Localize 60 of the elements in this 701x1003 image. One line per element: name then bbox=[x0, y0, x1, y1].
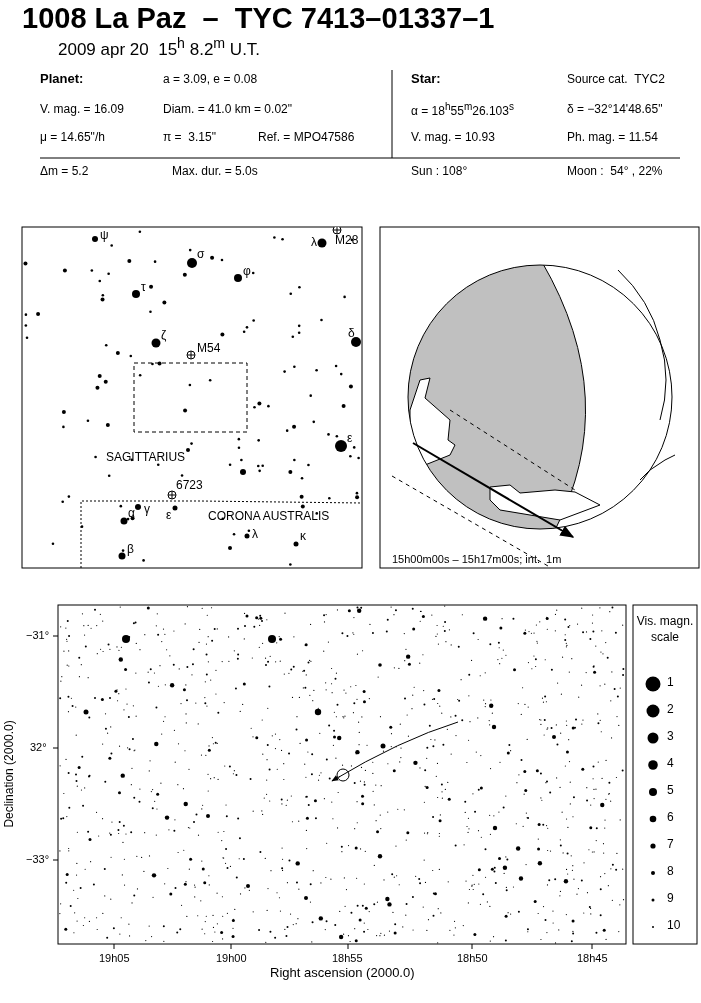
legend-label: 2 bbox=[667, 703, 674, 717]
legend-label: 8 bbox=[667, 865, 674, 879]
legend-title: Vis. magn. scale bbox=[636, 613, 694, 646]
legend-label: 9 bbox=[667, 892, 674, 906]
field-value: V. mag. = 10.93 bbox=[411, 131, 495, 145]
star-label: β bbox=[127, 543, 134, 557]
star-label: γ bbox=[144, 503, 150, 517]
axis-tick-label: −33° bbox=[26, 853, 50, 866]
star-label: λ bbox=[311, 236, 317, 250]
star-label: ε bbox=[347, 432, 353, 446]
cluster-label: M28 bbox=[335, 234, 359, 248]
star-label: ψ bbox=[100, 229, 109, 243]
field-value: μ = 14.65"/h bbox=[40, 131, 105, 145]
star-label: τ bbox=[141, 281, 146, 295]
field-value: Moon : 54° , 22% bbox=[567, 165, 663, 179]
constellation-label: CORONA AUSTRALIS bbox=[208, 510, 330, 524]
field-label: Star: bbox=[411, 72, 441, 87]
axis-tick-label: 18h45 bbox=[577, 952, 608, 965]
legend-label: 7 bbox=[667, 838, 674, 852]
field-label: Planet: bbox=[40, 72, 84, 87]
star-label: ζ bbox=[161, 329, 167, 343]
field-value: Ph. mag. = 11.54 bbox=[567, 131, 658, 145]
star-label: κ bbox=[300, 530, 306, 544]
star-label: α bbox=[128, 507, 135, 521]
field-value: Diam. = 41.0 km = 0.02" bbox=[163, 103, 292, 117]
constellation-label: SAGITTARIUS bbox=[106, 451, 186, 465]
star-label: ε bbox=[166, 509, 172, 523]
field-value: Sun : 108° bbox=[411, 165, 468, 179]
field-value: Ref. = MPO47586 bbox=[258, 131, 355, 145]
axis-title: Declination (2000.0) bbox=[2, 720, 17, 828]
field-value: V. mag. = 16.09 bbox=[40, 103, 124, 117]
axis-tick-label: 32° bbox=[30, 741, 47, 754]
cluster-label: M54 bbox=[197, 342, 221, 356]
field-value: π = 3.15" bbox=[163, 131, 216, 145]
field-value: α = 18$^{h}$55$^{m}$26.103$^{s}$ bbox=[411, 101, 514, 119]
legend-label: 6 bbox=[667, 811, 674, 825]
field-value: δ = −32°14'48.65" bbox=[567, 103, 663, 117]
field-value: Max. dur. = 5.0s bbox=[172, 165, 258, 179]
legend-label: 10 bbox=[667, 919, 681, 933]
field-value: Δm = 5.2 bbox=[40, 165, 89, 179]
subtitle: 2009 apr 20 15$^{h}$ 8.2$^{m}$ U.T. bbox=[58, 35, 261, 60]
axis-tick-label: 18h50 bbox=[457, 952, 488, 965]
axis-tick-label: 19h05 bbox=[99, 952, 130, 965]
axis-title: Right ascension (2000.0) bbox=[270, 966, 415, 981]
title: 1008 La Paz – TYC 7413–01337–1 bbox=[22, 2, 495, 36]
axis-tick-label: −31° bbox=[26, 629, 50, 642]
axis-tick-label: 19h00 bbox=[216, 952, 247, 965]
axis-tick-label: 18h55 bbox=[332, 952, 363, 965]
legend-label: 5 bbox=[667, 784, 674, 798]
legend-label: 1 bbox=[667, 676, 674, 690]
field-value: Source cat. TYC2 bbox=[567, 73, 665, 87]
time-range-label: 15h00m00s – 15h17m00s; int. 1m bbox=[392, 553, 562, 566]
star-label: λ bbox=[252, 528, 258, 542]
field-value: a = 3.09, e = 0.08 bbox=[163, 73, 258, 87]
legend-label: 4 bbox=[667, 757, 674, 771]
star-label: φ bbox=[243, 265, 251, 279]
legend-label: 3 bbox=[667, 730, 674, 744]
star-label: δ bbox=[348, 327, 355, 341]
cluster-label: 6723 bbox=[176, 479, 203, 493]
star-label: σ bbox=[197, 248, 205, 262]
